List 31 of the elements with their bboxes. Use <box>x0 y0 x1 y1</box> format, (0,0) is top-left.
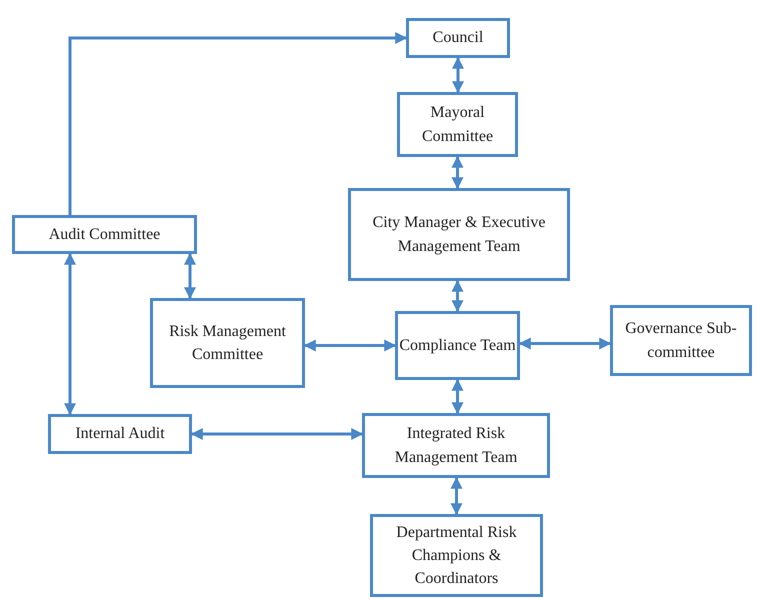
arrow <box>452 56 464 94</box>
process-box <box>12 215 197 254</box>
arrow <box>304 340 396 352</box>
process-box <box>348 188 570 281</box>
process-box <box>395 311 520 380</box>
process-box <box>610 305 752 376</box>
process-box <box>370 514 543 597</box>
box-label: Mayoral Committee <box>420 103 494 146</box>
arrow <box>450 476 462 516</box>
process-box <box>362 413 550 478</box>
box-label: Compliance Team <box>399 336 516 356</box>
box-label: Departmental Risk Champions & Coordinators <box>395 522 518 590</box>
process-box <box>406 18 510 58</box>
box-label: Risk Management Committee <box>168 322 287 365</box>
box-label: Audit Committee <box>48 224 160 245</box>
box-label: Integrated Risk Management Team <box>394 424 518 468</box>
box-label: City Manager & Executive Management Team <box>372 213 546 256</box>
arrow <box>452 378 464 414</box>
arrow <box>184 252 196 300</box>
arrow <box>452 280 464 312</box>
box-label: Council <box>432 28 484 48</box>
process-box <box>48 414 192 454</box>
process-box <box>150 298 305 388</box>
arrow <box>68 32 408 215</box>
arrow <box>190 428 364 440</box>
arrow <box>64 252 76 416</box>
box-label: Internal Audit <box>75 424 165 444</box>
arrow <box>452 156 464 190</box>
box-label: Governance Sub-committee <box>624 319 738 362</box>
process-box <box>397 92 518 157</box>
arrow <box>518 338 612 350</box>
